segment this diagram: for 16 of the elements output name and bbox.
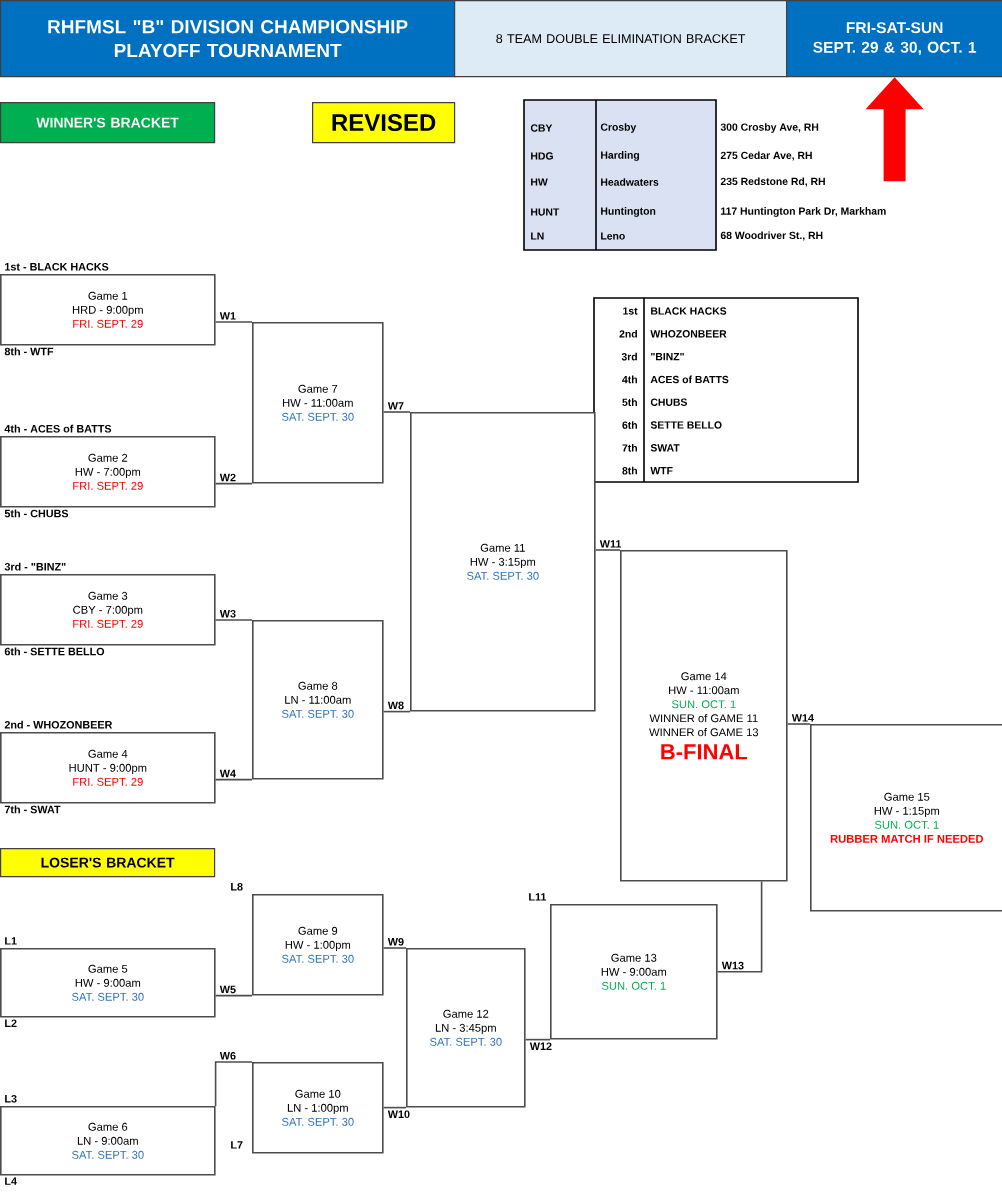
bracket-line [214,1061,253,1107]
bracket-line [594,549,621,551]
bracket-line [214,994,253,997]
bracket-line [524,1038,551,1041]
bracket-line [382,947,407,949]
title-banner: RHFMSL "B" DIVISION CHAMPIONSHIP PLAYOFF TOURNAMENT [0,0,456,78]
revised-label: REVISED [312,102,456,144]
bracket-line [214,619,253,621]
bracket-line [214,778,253,781]
bracket-line [382,411,411,413]
bracket-line [382,710,411,713]
bracket-line [716,880,763,973]
bracket-line [214,321,253,323]
bracket-line [786,723,811,725]
bracket-line [382,1106,407,1109]
bracket-line [214,482,253,485]
